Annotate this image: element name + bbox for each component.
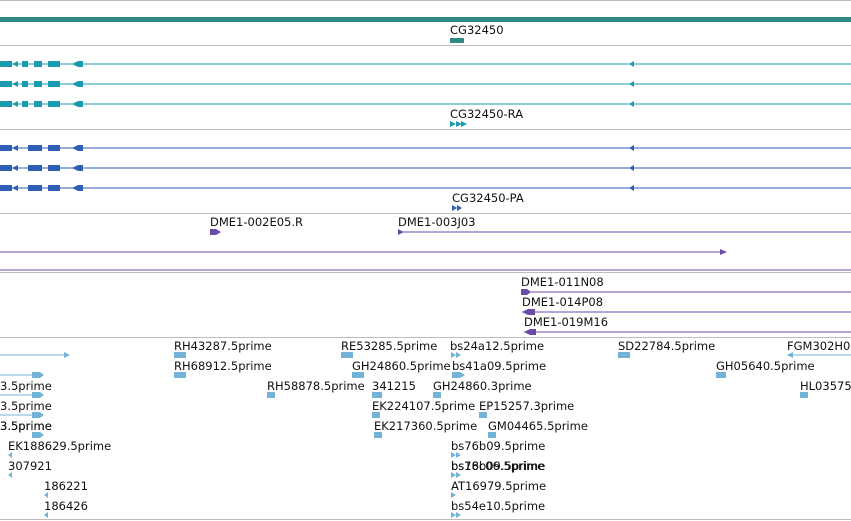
est-label[interactable]: bs54e10.5prime	[451, 499, 545, 513]
transcript-label[interactable]: CG32450-RA	[450, 107, 523, 121]
est-feature[interactable]	[341, 352, 353, 358]
est-label[interactable]: bs41a09.5prime	[452, 359, 546, 373]
est-feature[interactable]	[372, 392, 382, 398]
est-feature[interactable]	[618, 352, 630, 358]
est-feature[interactable]	[479, 412, 487, 418]
est-feature[interactable]	[32, 392, 44, 398]
est-feature[interactable]	[716, 372, 726, 378]
est-feature[interactable]	[8, 472, 12, 478]
gene-label[interactable]: CG32450	[450, 23, 504, 37]
est-feature[interactable]	[374, 432, 382, 438]
est-label[interactable]: RH68912.5prime	[174, 359, 272, 373]
gene-span-bar[interactable]	[0, 17, 851, 22]
est-feature[interactable]	[451, 452, 461, 458]
est-label[interactable]: 186426	[44, 499, 88, 513]
est-label[interactable]: GH05640.5prime	[716, 359, 815, 373]
est-feature[interactable]	[488, 432, 496, 438]
est-label[interactable]: RE53285.5prime	[341, 339, 437, 353]
est-feature[interactable]	[800, 392, 808, 398]
cdna-label[interactable]: DME1-011N08	[521, 275, 604, 289]
cdna-label[interactable]: DME1-003J03	[398, 215, 476, 229]
est-feature[interactable]	[174, 352, 186, 358]
est-label[interactable]: HL03575	[800, 379, 851, 393]
est-label[interactable]: 3.5prime	[0, 419, 52, 433]
est-feature[interactable]	[267, 392, 275, 398]
cdna-label[interactable]: DME1-002E05.R	[210, 215, 303, 229]
est-feature[interactable]	[452, 372, 465, 378]
est-feature[interactable]	[32, 412, 44, 418]
est-label[interactable]: 186221	[44, 479, 88, 493]
est-feature[interactable]	[451, 512, 461, 518]
est-label[interactable]: 341215	[372, 379, 416, 393]
est-label[interactable]: SD22784.5prime	[618, 339, 715, 353]
protein-exons	[0, 145, 634, 191]
est-label[interactable]: bs18c06.5prime	[451, 459, 544, 473]
est-feature[interactable]	[44, 512, 48, 518]
est-label[interactable]: AT16979.5prime	[451, 479, 546, 493]
cdna-label[interactable]: DME1-019M16	[524, 315, 608, 329]
cdna-feature[interactable]	[720, 249, 727, 255]
est-feature[interactable]	[64, 352, 70, 358]
est-label[interactable]: 3.5prime	[0, 379, 52, 393]
est-feature[interactable]	[433, 392, 441, 398]
transcript-track[interactable]: CG32450-RA	[0, 61, 851, 127]
cdna-label[interactable]: DME1-014P08	[522, 295, 603, 309]
est-feature[interactable]	[451, 352, 461, 358]
protein-feature[interactable]	[452, 205, 462, 211]
est-label[interactable]: GM04465.5prime	[488, 419, 588, 433]
transcript-feature[interactable]	[450, 121, 467, 127]
est-feature[interactable]	[32, 432, 44, 438]
est-feature[interactable]	[372, 412, 380, 418]
est-label[interactable]: RH43287.5prime	[174, 339, 272, 353]
est-label[interactable]: GH24860.3prime	[433, 379, 532, 393]
est-label[interactable]: 3.5prime	[0, 399, 52, 413]
gene-track[interactable]: CG32450	[0, 17, 851, 43]
est-label[interactable]: EP15257.3prime	[479, 399, 574, 413]
cdna-track[interactable]: DME1-002E05.R DME1-003J03 DME1-011N08 DM…	[0, 215, 851, 335]
est-label[interactable]: 3.5prime	[0, 419, 52, 433]
transcript-exons	[0, 61, 634, 107]
est-feature[interactable]	[352, 372, 364, 378]
est-feature[interactable]	[32, 372, 44, 378]
protein-track[interactable]: CG32450-PA	[0, 145, 851, 211]
est-label[interactable]: bs76b09.5prime	[451, 459, 545, 473]
est-track[interactable]: RH43287.5prime RE53285.5prime bs24a12.5p…	[0, 339, 851, 518]
est-label[interactable]: 307921	[8, 459, 52, 473]
est-label[interactable]: EK217360.5prime	[374, 419, 477, 433]
est-label[interactable]: EK224107.5prime	[372, 399, 475, 413]
cdna-feature[interactable]	[210, 229, 221, 235]
est-label[interactable]: FGM302H0	[787, 339, 850, 353]
est-feature[interactable]	[44, 492, 48, 498]
est-label[interactable]: GH24860.5prime	[352, 359, 451, 373]
est-label[interactable]: bs76b09.5prime	[451, 439, 545, 453]
est-feature[interactable]	[8, 452, 12, 458]
est-label[interactable]: bs24a12.5prime	[450, 339, 544, 353]
est-label[interactable]: RH58878.5prime	[267, 379, 365, 393]
est-feature[interactable]	[451, 472, 461, 478]
protein-label[interactable]: CG32450-PA	[452, 191, 524, 205]
est-label[interactable]: EK188629.5prime	[8, 439, 111, 453]
est-feature[interactable]	[787, 352, 793, 358]
gene-feature[interactable]	[450, 38, 464, 43]
est-feature[interactable]	[451, 492, 456, 498]
est-feature[interactable]	[174, 372, 186, 378]
